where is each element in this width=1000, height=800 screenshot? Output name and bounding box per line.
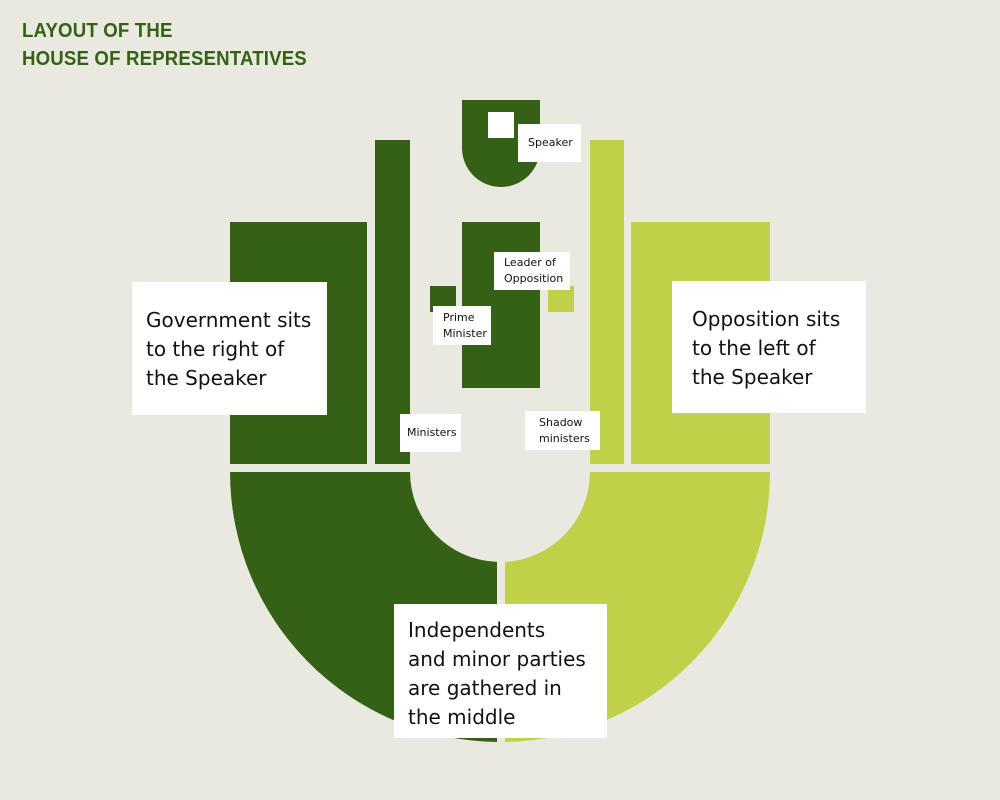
speaker-label: Speaker (518, 124, 581, 162)
speaker-chair-area (462, 100, 540, 187)
page-title: LAYOUT OF THE HOUSE OF REPRESENTATIVES (22, 20, 307, 70)
government-callout: Government sits to the right of the Spea… (132, 282, 327, 415)
opposition-callout: Opposition sits to the left of the Speak… (672, 281, 866, 413)
independents-callout: Independents and minor parties are gathe… (394, 604, 607, 738)
opposition-frontbench (590, 140, 624, 464)
speaker-seat (488, 112, 514, 138)
prime-minister-label: Prime Minister (433, 306, 491, 345)
leader-of-opposition-seat (548, 286, 574, 312)
central-table (462, 222, 540, 388)
ministers-label: Ministers (400, 414, 461, 452)
shadow-ministers-label: Shadow ministers (525, 411, 600, 450)
government-frontbench (375, 140, 410, 464)
leader-of-opposition-label: Leader of Opposition (494, 252, 570, 290)
